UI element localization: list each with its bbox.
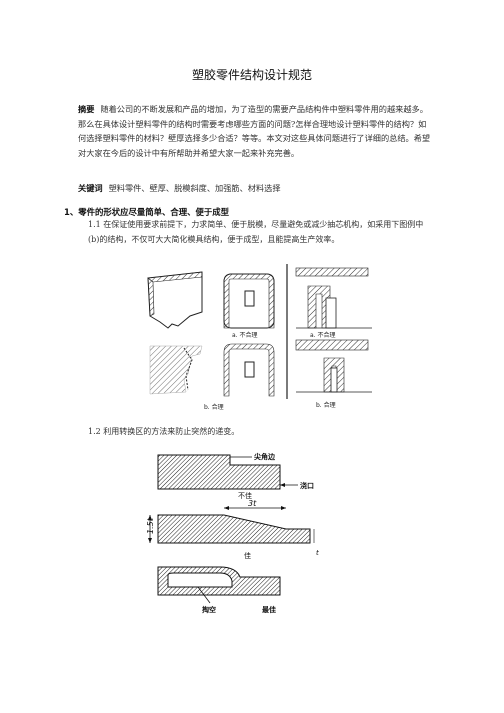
- abstract: 摘要随着公司的不断发展和产品的增加，为了造型的需要产品结构件中塑料零件用的越来越…: [78, 102, 434, 160]
- fig2-best-profile: [157, 566, 281, 596]
- fig2-gate-label: 浇口: [300, 481, 314, 490]
- fig2-best-label: 最佳: [262, 605, 276, 614]
- fig1-b-middle-part: [223, 343, 275, 397]
- fig2-good-label: 佳: [244, 551, 251, 560]
- fig2-hollow-label: 掏空: [202, 605, 216, 614]
- paragraph-1-1: 1.1 在保证使用要求前提下，力求简单、便于脱模，尽量避免或减少抽芯机构，如采用…: [88, 220, 424, 244]
- fig1-label-b-right: b. 合理: [316, 401, 336, 409]
- fig1-a-middle-part: [223, 273, 275, 329]
- abstract-text: 随着公司的不断发展和产品的增加，为了造型的需要产品结构件中塑料零件用的越来越多。…: [78, 104, 431, 158]
- fig2-t-label: t: [316, 549, 319, 557]
- section-1-heading: 1、零件的形状应尽量简单、合理、便于成型: [64, 207, 229, 217]
- fig2-3t-label: 3t: [248, 499, 257, 508]
- figure-1: a. 不合理 a. 不合理 b. 合理 b. 合理: [147, 264, 372, 411]
- fig1-label-a-left: a. 不合理: [232, 331, 258, 339]
- paragraph-1-2: 1.2 利用转换区的方法来防止突然的递变。: [88, 427, 240, 436]
- figure-2: 尖角边 浇口 不佳 3t 1.5t t 佳 掏空 最佳: [146, 452, 319, 614]
- abstract-label: 摘要: [78, 104, 95, 114]
- fig1-b-left-part: [149, 345, 203, 395]
- keywords-text: 塑料零件、壁厚、脱模斜度、加强筋、材料选择: [108, 183, 281, 193]
- fig1-label-a-right: a. 不合理: [310, 331, 336, 339]
- page-title: 塑胶零件结构设计规范: [191, 68, 312, 82]
- fig2-good-profile: [157, 514, 311, 544]
- fig2-sharp-corner-label: 尖角边: [254, 452, 276, 461]
- fig2-bad-profile: [157, 454, 281, 490]
- keywords-label: 关键词: [78, 183, 103, 193]
- fig1-label-b-left: b. 合理: [204, 403, 224, 411]
- fig1-b-right-part: [295, 339, 372, 393]
- fig1-a-left-part: [147, 271, 203, 329]
- keywords: 关键词塑料零件、壁厚、脱模斜度、加强筋、材料选择: [78, 181, 434, 196]
- fig1-a-right-part: [295, 267, 372, 329]
- fig2-bad-label: 不佳: [238, 491, 252, 500]
- fig2-1-5t-label: 1.5t: [146, 517, 155, 534]
